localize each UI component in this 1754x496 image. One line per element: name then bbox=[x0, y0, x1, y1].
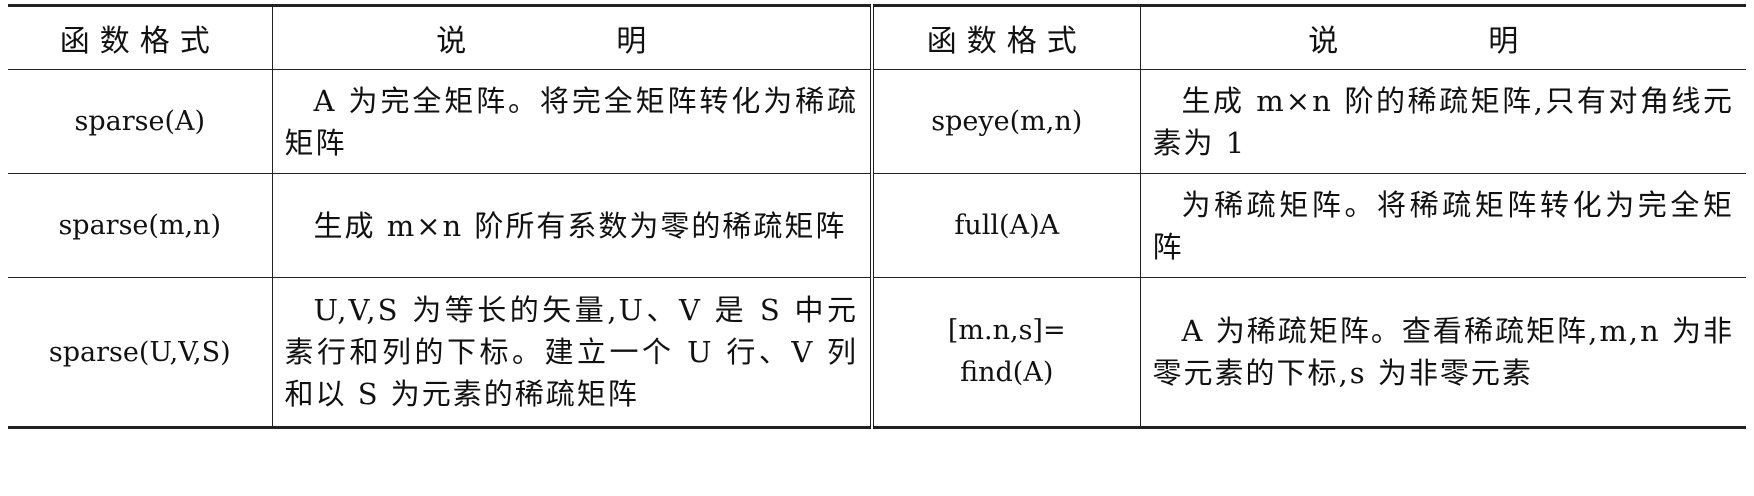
function-cell: [m.n,s]= find(A) bbox=[870, 277, 1140, 428]
function-cell: sparse(m,n) bbox=[8, 173, 272, 278]
description-cell: A 为完全矩阵。将完全矩阵转化为稀疏矩阵 bbox=[271, 69, 872, 174]
function-line: find(A) bbox=[960, 357, 1054, 388]
function-cell: speye(m,n) bbox=[870, 69, 1140, 174]
table-row: sparse(A) A 为完全矩阵。将完全矩阵转化为稀疏矩阵 speye(m,n… bbox=[8, 69, 1746, 174]
description-cell: U,V,S 为等长的矢量,U、V 是 S 中元素行和列的下标。建立一个 U 行、… bbox=[271, 277, 872, 428]
function-line: [m.n,s]= bbox=[947, 315, 1066, 346]
description-cell: 生成 m×n 阶的稀疏矩阵,只有对角线元素为 1 bbox=[1139, 69, 1746, 174]
header-row: 函数格式 说 明 函数格式 说 明 bbox=[8, 5, 1746, 70]
function-cell: sparse(U,V,S) bbox=[48, 336, 231, 368]
description-cell: A 为稀疏矩阵。查看稀疏矩阵,m,n 为非零元素的下标,s 为非零元素 bbox=[1139, 277, 1746, 428]
description-cell: 为稀疏矩阵。将稀疏矩阵转化为完全矩阵 bbox=[1139, 173, 1746, 278]
description-cell: 生成 m×n 阶所有系数为零的稀疏矩阵 bbox=[271, 173, 872, 278]
table-row: sparse(m,n) 生成 m×n 阶所有系数为零的稀疏矩阵 full(A)A… bbox=[8, 173, 1746, 278]
header-function-format-right: 函数格式 bbox=[870, 5, 1140, 70]
function-cell: sparse(A) bbox=[8, 69, 272, 174]
header-description-right: 说 明 bbox=[1139, 5, 1746, 70]
header-function-format: 函数格式 bbox=[8, 5, 272, 70]
function-table: 函数格式 说 明 函数格式 说 明 sparse(A) A 为完全矩阵。将完全矩… bbox=[8, 4, 1746, 429]
function-cell: full(A)A bbox=[870, 173, 1140, 278]
header-description: 说 明 bbox=[271, 5, 872, 70]
table-row: sparse(U,V,S) U,V,S 为等长的矢量,U、V 是 S 中元素行和… bbox=[8, 277, 1746, 428]
